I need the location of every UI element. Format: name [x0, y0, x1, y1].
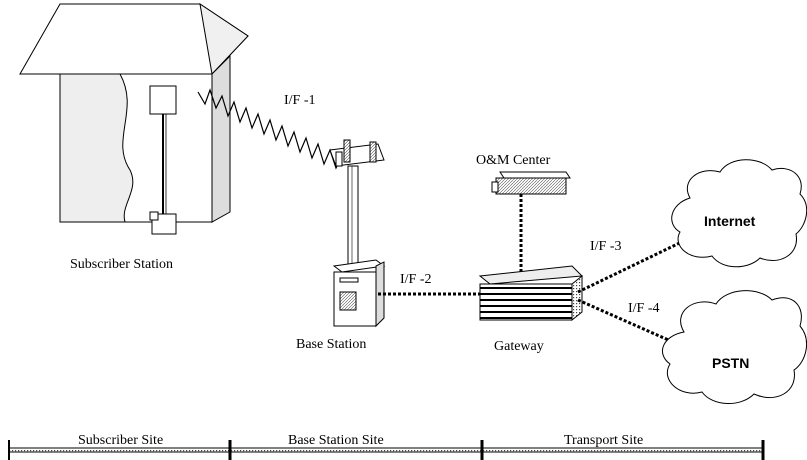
base-station-panel: [339, 291, 357, 311]
antenna-mast: [347, 165, 359, 267]
site-label-base-station: Base Station Site: [288, 433, 384, 448]
if2-label: I/F -2: [400, 272, 432, 287]
om-center-device: [491, 171, 571, 195]
om-center-label: O&M Center: [476, 153, 551, 168]
if1-label: I/F -1: [284, 93, 316, 108]
house-side-wall: [211, 54, 231, 223]
gateway-device: [478, 265, 584, 322]
internet-label: Internet: [704, 213, 756, 229]
if3-label: I/F -3: [590, 239, 622, 254]
house-roof-side: [199, 2, 249, 76]
subscriber-house: [19, 2, 249, 235]
pstn-cloud: [661, 290, 807, 405]
subscriber-station-label: Subscriber Station: [70, 257, 173, 272]
link-if3: [577, 234, 695, 294]
site-label-transport: Transport Site: [564, 433, 643, 448]
base-station-cabinet: [332, 259, 386, 328]
link-if4: [577, 298, 683, 348]
gateway-label: Gateway: [494, 339, 544, 354]
pstn-label: PSTN: [712, 355, 749, 371]
wireless-link-if1: [197, 88, 343, 170]
base-station-tower: [329, 139, 385, 267]
base-station-label: Base Station: [296, 337, 366, 352]
internet-cloud: [671, 159, 807, 268]
site-ruler: [8, 440, 765, 460]
site-label-subscriber: Subscriber Site: [78, 433, 163, 448]
subscriber-unit-upper: [149, 85, 177, 115]
if4-label: I/F -4: [628, 301, 660, 316]
